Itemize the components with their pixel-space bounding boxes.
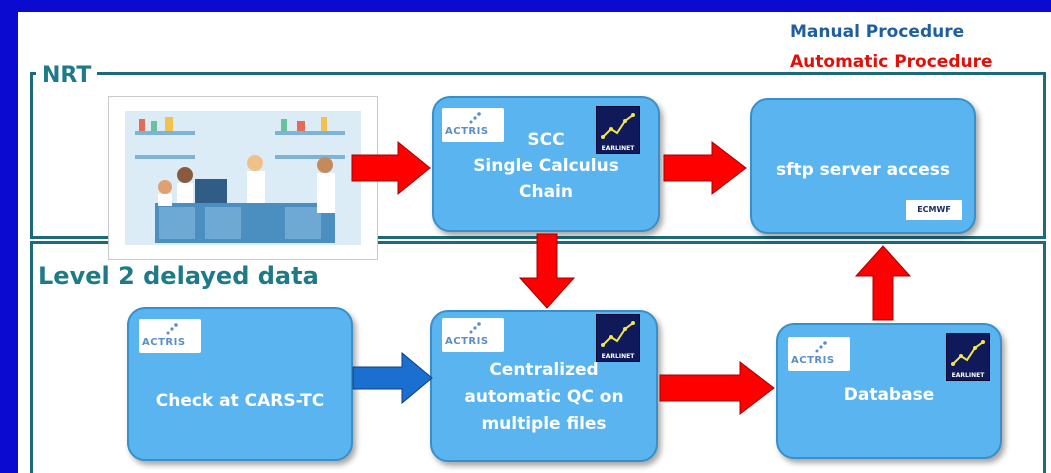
actris-logo: ACTRIS	[442, 318, 504, 352]
database-label: Database	[843, 385, 935, 405]
actris-logo: ACTRIS	[139, 319, 201, 353]
arrow-qc-to-database	[659, 360, 775, 416]
scc-subtitle-line2: Chain	[519, 182, 573, 202]
centralized-qc-box: ACTRIS EARLINET Centralized automatic QC…	[430, 310, 658, 462]
qc-line3: multiple files	[481, 414, 607, 434]
nrt-section-label: NRT	[36, 63, 98, 88]
sftp-label: sftp server access	[775, 160, 951, 180]
qc-line2: automatic QC on	[464, 387, 624, 407]
actris-logo: ACTRIS	[788, 337, 850, 371]
sftp-server-access-box: sftp server access ECMWF	[750, 98, 976, 234]
actris-dots-icon	[815, 341, 827, 353]
scc-subtitle-line1: Single Calculus	[473, 156, 619, 176]
actris-logo: ACTRIS	[442, 108, 504, 142]
check-at-cars-tc-box: ACTRIS Check at CARS-TC	[127, 307, 353, 461]
earlinet-stars-icon	[951, 340, 985, 366]
arrow-database-to-sftp	[854, 245, 912, 321]
laboratory-illustration	[108, 96, 378, 260]
scc-title: SCC	[527, 130, 565, 150]
level2-section-label: Level 2 delayed data	[38, 262, 319, 290]
ecmwf-logo: ECMWF	[906, 200, 962, 220]
legend-manual-procedure: Manual Procedure	[790, 22, 965, 42]
earlinet-logo: EARLINET	[946, 333, 990, 381]
legend-automatic-procedure: Automatic Procedure	[790, 52, 993, 72]
earlinet-logo: EARLINET	[596, 314, 640, 362]
earlinet-stars-icon	[601, 113, 635, 139]
check-label: Check at CARS-TC	[155, 391, 325, 411]
earlinet-stars-icon	[601, 321, 635, 347]
arrow-scc-to-qc	[518, 233, 576, 309]
actris-dots-icon	[469, 112, 481, 124]
scc-single-calculus-chain-box: ACTRIS EARLINET SCC Single Calculus Chai…	[432, 96, 660, 232]
arrow-scc-to-sftp	[663, 140, 747, 196]
qc-line1: Centralized	[489, 360, 599, 380]
laboratory-icon	[125, 111, 361, 245]
actris-dots-icon	[166, 323, 178, 335]
database-box: ACTRIS EARLINET Database	[776, 323, 1002, 459]
arrow-check-to-qc	[352, 351, 433, 405]
arrow-lab-to-scc	[351, 140, 431, 196]
earlinet-logo: EARLINET	[596, 106, 640, 154]
actris-dots-icon	[469, 322, 481, 334]
